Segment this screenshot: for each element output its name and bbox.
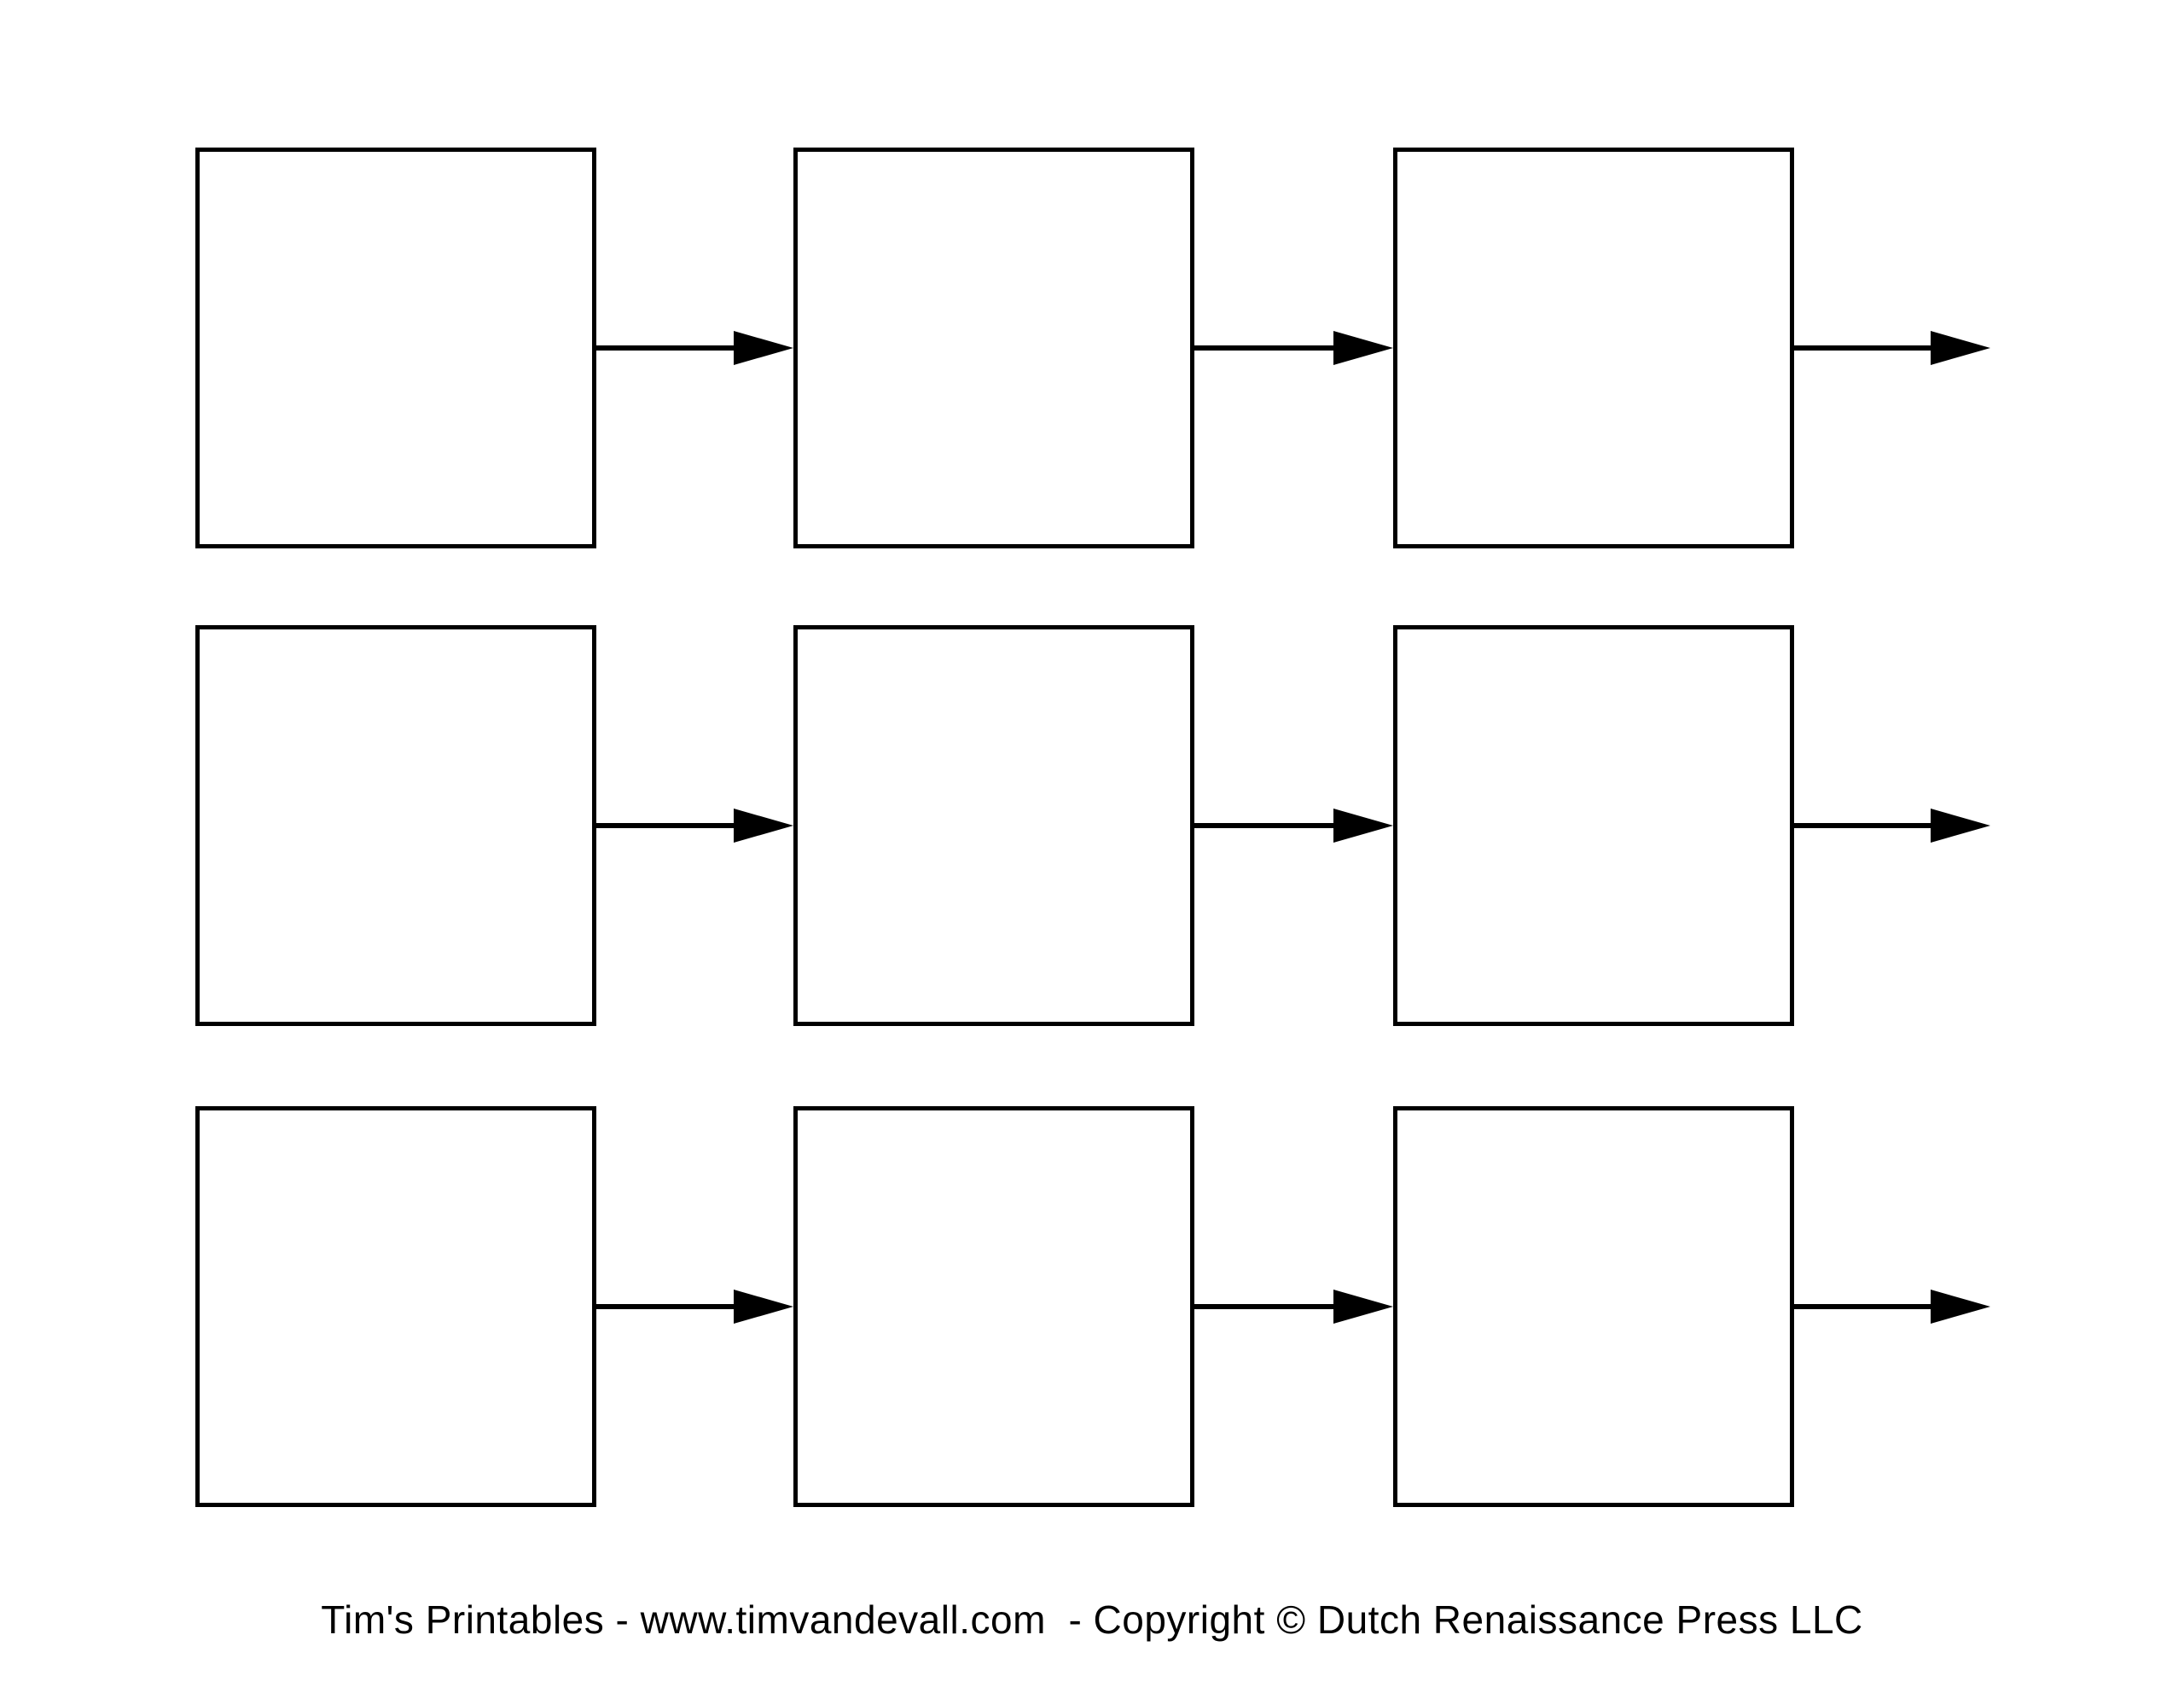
arrow-stem xyxy=(1194,823,1346,828)
flowchart-box xyxy=(1393,148,1794,548)
flowchart-box xyxy=(1393,1106,1794,1507)
flowchart-box xyxy=(195,625,596,1026)
arrow-right-icon xyxy=(596,1290,793,1324)
arrow-stem xyxy=(1794,345,1943,351)
arrow-head xyxy=(734,1290,793,1324)
arrow-right-icon xyxy=(1194,809,1393,843)
flowchart-box xyxy=(195,1106,596,1507)
flowchart-box xyxy=(793,625,1194,1026)
arrow-stem xyxy=(1194,1304,1346,1309)
arrow-right-icon xyxy=(1794,331,1990,365)
arrow-right-icon xyxy=(1194,331,1393,365)
arrow-stem xyxy=(596,823,746,828)
flowchart-box xyxy=(793,148,1194,548)
arrow-head xyxy=(1931,809,1990,843)
arrow-stem xyxy=(1194,345,1346,351)
flowchart-box xyxy=(195,148,596,548)
arrow-stem xyxy=(596,345,746,351)
arrow-right-icon xyxy=(1794,809,1990,843)
flowchart-box xyxy=(1393,625,1794,1026)
arrow-right-icon xyxy=(1194,1290,1393,1324)
arrow-head xyxy=(1333,1290,1393,1324)
arrow-stem xyxy=(1794,1304,1943,1309)
arrow-right-icon xyxy=(596,331,793,365)
arrow-head xyxy=(1333,331,1393,365)
arrow-right-icon xyxy=(1794,1290,1990,1324)
flowchart-box xyxy=(793,1106,1194,1507)
arrow-head xyxy=(1931,1290,1990,1324)
footer-credit: Tim's Printables - www.timvandevall.com … xyxy=(321,1597,1863,1642)
arrow-head xyxy=(734,809,793,843)
arrow-head xyxy=(1931,331,1990,365)
arrow-stem xyxy=(1794,823,1943,828)
arrow-head xyxy=(1333,809,1393,843)
arrow-right-icon xyxy=(596,809,793,843)
arrow-stem xyxy=(596,1304,746,1309)
arrow-head xyxy=(734,331,793,365)
